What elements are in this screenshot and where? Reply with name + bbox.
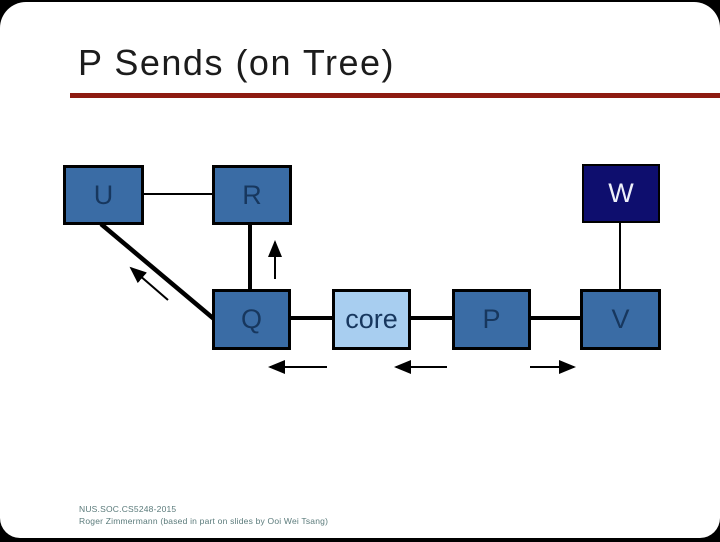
node-W: W [582,164,660,223]
node-P: P [452,289,531,350]
node-U-label: U [93,179,114,210]
title-underline [70,93,720,98]
footer-attribution: Roger Zimmermann (based in part on slide… [79,515,329,526]
node-U: U [63,165,144,225]
arrow-q-to-u [129,266,169,301]
slide-footer: NUS.SOC.CS5248-2015 Roger Zimmermann (ba… [79,504,328,527]
node-V-label: V [611,304,630,334]
node-V: V [580,289,661,350]
node-Q: Q [212,289,291,350]
footer-course-code: NUS.SOC.CS5248-2015 [79,504,177,514]
node-core: core [332,289,411,350]
node-P-label: P [482,304,501,334]
node-W-label: W [608,178,634,208]
node-core-label: core [345,304,398,334]
node-Q-label: Q [240,304,262,334]
edge-u-q [99,222,216,321]
page-title: P Sends (on Tree) [78,42,395,83]
node-R: R [212,165,292,225]
node-R-label: R [242,179,262,210]
